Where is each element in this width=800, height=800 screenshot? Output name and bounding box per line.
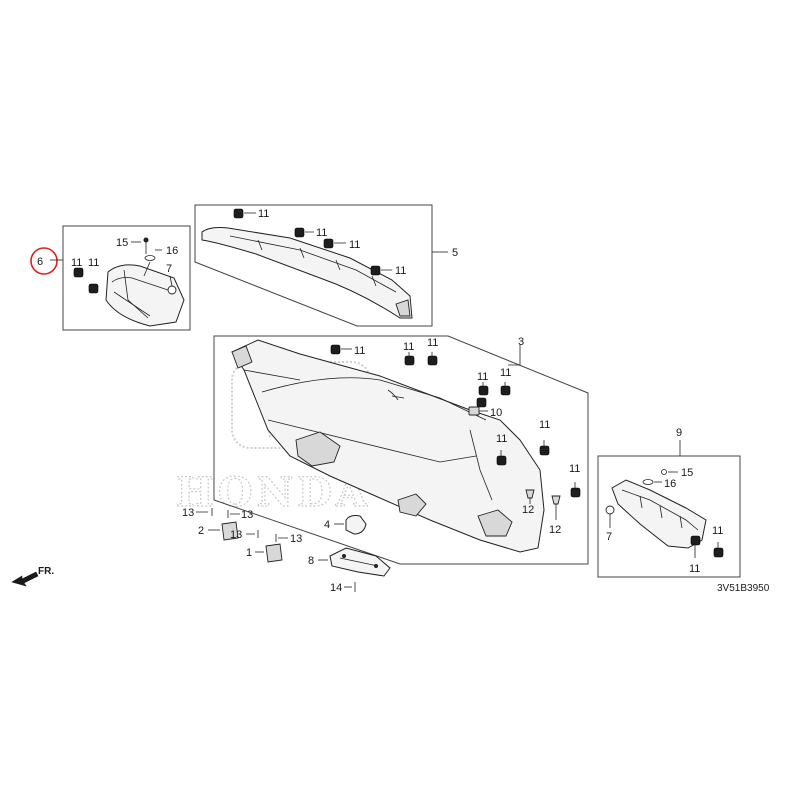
clips-11-b — [233, 208, 381, 276]
label-11-b4[interactable]: 11 — [395, 265, 406, 277]
front-direction-arrow: FR. — [11, 566, 54, 587]
part-13-screws[interactable] — [196, 508, 288, 542]
label-11-a2[interactable]: 11 — [88, 257, 99, 269]
label-11-b1[interactable]: 11 — [258, 208, 269, 220]
right-fasteners — [605, 469, 724, 558]
label-7-b[interactable]: 7 — [606, 531, 612, 543]
part-1-switch[interactable] — [255, 543, 283, 563]
label-11-a1[interactable]: 11 — [71, 257, 82, 269]
screw-15-a — [131, 237, 149, 254]
label-11-b2[interactable]: 11 — [316, 227, 327, 239]
label-13-d[interactable]: 13 — [290, 533, 302, 545]
label-10[interactable]: 10 — [490, 407, 502, 419]
part-2-switch[interactable] — [208, 521, 239, 541]
label-16-a[interactable]: 16 — [166, 245, 178, 257]
part-9-trim-panel[interactable] — [611, 479, 707, 549]
clip-7-a — [167, 275, 177, 295]
label-2[interactable]: 2 — [198, 525, 204, 537]
part-5-upper-garnish[interactable] — [201, 227, 413, 319]
label-11-c8[interactable]: 11 — [569, 463, 580, 475]
label-3[interactable]: 3 — [518, 336, 524, 348]
highlighted-part-6[interactable]: 6 — [30, 247, 63, 275]
label-6[interactable]: 6 — [37, 256, 43, 268]
label-11-c3[interactable]: 11 — [427, 337, 438, 349]
label-11-c4[interactable]: 11 — [477, 371, 488, 383]
label-13-b[interactable]: 13 — [241, 509, 253, 521]
label-11-b3[interactable]: 11 — [349, 239, 360, 251]
label-15-a[interactable]: 15 — [116, 237, 128, 249]
group-6-box — [62, 225, 191, 331]
part-3-tailgate-lining[interactable] — [231, 339, 545, 553]
direction-label: FR. — [38, 566, 54, 577]
group-5-box — [194, 204, 448, 327]
part-12-clips[interactable] — [525, 489, 561, 520]
clips-11-c — [330, 344, 581, 498]
part-14-screw[interactable] — [344, 582, 356, 592]
part-10-clip[interactable] — [468, 406, 488, 416]
part-4-cover[interactable] — [334, 515, 367, 535]
part-8-garnish[interactable] — [318, 547, 391, 577]
label-13-a[interactable]: 13 — [182, 507, 194, 519]
label-12-a[interactable]: 12 — [522, 504, 534, 516]
label-1[interactable]: 1 — [246, 547, 252, 559]
label-11-c1[interactable]: 11 — [354, 345, 365, 357]
label-11-c5[interactable]: 11 — [500, 367, 511, 379]
diagram-code: 3V51B3950 — [717, 583, 770, 594]
clip-16-a — [143, 249, 162, 277]
label-15-b[interactable]: 15 — [681, 467, 693, 479]
label-11-c2[interactable]: 11 — [403, 341, 414, 353]
label-14[interactable]: 14 — [330, 582, 342, 594]
label-7-a[interactable]: 7 — [166, 263, 172, 275]
label-5[interactable]: 5 — [452, 247, 458, 259]
label-11-d2[interactable]: 11 — [689, 563, 700, 575]
label-11-c6[interactable]: 11 — [496, 433, 507, 445]
label-12-b[interactable]: 12 — [549, 524, 561, 536]
label-13-c[interactable]: 13 — [230, 529, 242, 541]
label-11-d1[interactable]: 11 — [712, 525, 723, 537]
label-16-b[interactable]: 16 — [664, 478, 676, 490]
group-9-box — [597, 440, 741, 578]
label-11-c7[interactable]: 11 — [539, 419, 550, 431]
label-4[interactable]: 4 — [324, 519, 330, 531]
group-3-box — [213, 335, 589, 565]
label-9[interactable]: 9 — [676, 427, 682, 439]
clip-11-a — [73, 267, 99, 294]
part-6-trim-panel[interactable] — [105, 264, 185, 327]
label-8[interactable]: 8 — [308, 555, 314, 567]
